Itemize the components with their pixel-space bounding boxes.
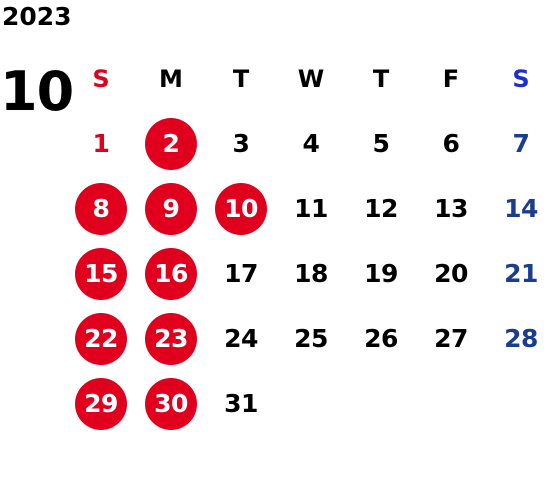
calendar-day[interactable]: 20 [416, 241, 486, 306]
day-number: 20 [434, 259, 468, 288]
calendar-week-row: 15 16 17 18 19 20 21 [66, 241, 548, 306]
weekday-header-mon: M [159, 64, 183, 93]
calendar-day[interactable]: 21 [486, 241, 548, 306]
calendar-day[interactable]: 30 [136, 371, 206, 436]
calendar-week-row: 22 23 24 25 26 27 28 [66, 306, 548, 371]
calendar-day[interactable]: 23 [136, 306, 206, 371]
day-number: 6 [442, 129, 460, 158]
calendar-day[interactable]: 15 [66, 241, 136, 306]
calendar-day[interactable]: 9 [136, 176, 206, 241]
calendar-day[interactable]: 22 [66, 306, 136, 371]
day-number: 25 [294, 324, 328, 353]
calendar-day[interactable]: 4 [276, 111, 346, 176]
weekday-header-sun: S [92, 64, 110, 93]
calendar-day[interactable]: 7 [486, 111, 548, 176]
calendar-month: 10 [0, 60, 74, 123]
holiday-marker: 22 [75, 312, 127, 365]
weekday-header-sat: S [512, 64, 530, 93]
calendar-day[interactable]: 25 [276, 306, 346, 371]
calendar-day[interactable]: 31 [206, 371, 276, 436]
calendar-day[interactable]: 27 [416, 306, 486, 371]
weekday-header-wed: W [297, 64, 325, 93]
weekday-header-row: S M T W T F S [66, 46, 548, 111]
holiday-marker: 2 [145, 117, 197, 170]
holiday-marker: 16 [145, 247, 197, 300]
day-number: 27 [434, 324, 468, 353]
day-number: 12 [364, 194, 398, 223]
calendar-day[interactable]: 16 [136, 241, 206, 306]
calendar-week-row: 29 30 31 [66, 371, 548, 436]
calendar-day[interactable]: 6 [416, 111, 486, 176]
day-number: 26 [364, 324, 398, 353]
calendar-day[interactable]: 8 [66, 176, 136, 241]
day-number: 18 [294, 259, 328, 288]
day-number: 24 [224, 324, 258, 353]
holiday-marker: 10 [215, 182, 267, 235]
day-number: 28 [504, 324, 538, 353]
day-number: 21 [504, 259, 538, 288]
weekday-header-tue: T [232, 64, 250, 93]
calendar-day[interactable]: 10 [206, 176, 276, 241]
calendar-day[interactable]: 14 [486, 176, 548, 241]
calendar-day[interactable]: 12 [346, 176, 416, 241]
calendar-day[interactable]: 19 [346, 241, 416, 306]
calendar-week-row: 1 2 3 4 5 6 7 [66, 111, 548, 176]
holiday-marker: 15 [75, 247, 127, 300]
day-number: 1 [92, 129, 110, 158]
weekday-header-thu: T [372, 64, 390, 93]
weekday-header-fri: F [442, 64, 460, 93]
day-number: 19 [364, 259, 398, 288]
calendar-day[interactable]: 2 [136, 111, 206, 176]
day-number: 14 [504, 194, 538, 223]
holiday-marker: 9 [145, 182, 197, 235]
day-number: 31 [224, 389, 258, 418]
holiday-marker: 29 [75, 377, 127, 430]
day-number: 7 [512, 129, 530, 158]
calendar-day[interactable]: 17 [206, 241, 276, 306]
day-number: 17 [224, 259, 258, 288]
day-number: 4 [302, 129, 320, 158]
day-number: 3 [232, 129, 250, 158]
calendar-day[interactable]: 26 [346, 306, 416, 371]
calendar-year: 2023 [2, 2, 72, 31]
calendar-day[interactable]: 1 [66, 111, 136, 176]
calendar-day[interactable]: 5 [346, 111, 416, 176]
calendar-day[interactable]: 11 [276, 176, 346, 241]
calendar-day[interactable]: 13 [416, 176, 486, 241]
calendar-day[interactable]: 29 [66, 371, 136, 436]
calendar-day[interactable]: 3 [206, 111, 276, 176]
holiday-marker: 8 [75, 182, 127, 235]
day-number: 11 [294, 194, 328, 223]
day-number: 5 [372, 129, 390, 158]
holiday-marker: 30 [145, 377, 197, 430]
day-number: 13 [434, 194, 468, 223]
calendar-day[interactable]: 24 [206, 306, 276, 371]
holiday-marker: 23 [145, 312, 197, 365]
calendar-day[interactable]: 28 [486, 306, 548, 371]
calendar-day[interactable]: 18 [276, 241, 346, 306]
